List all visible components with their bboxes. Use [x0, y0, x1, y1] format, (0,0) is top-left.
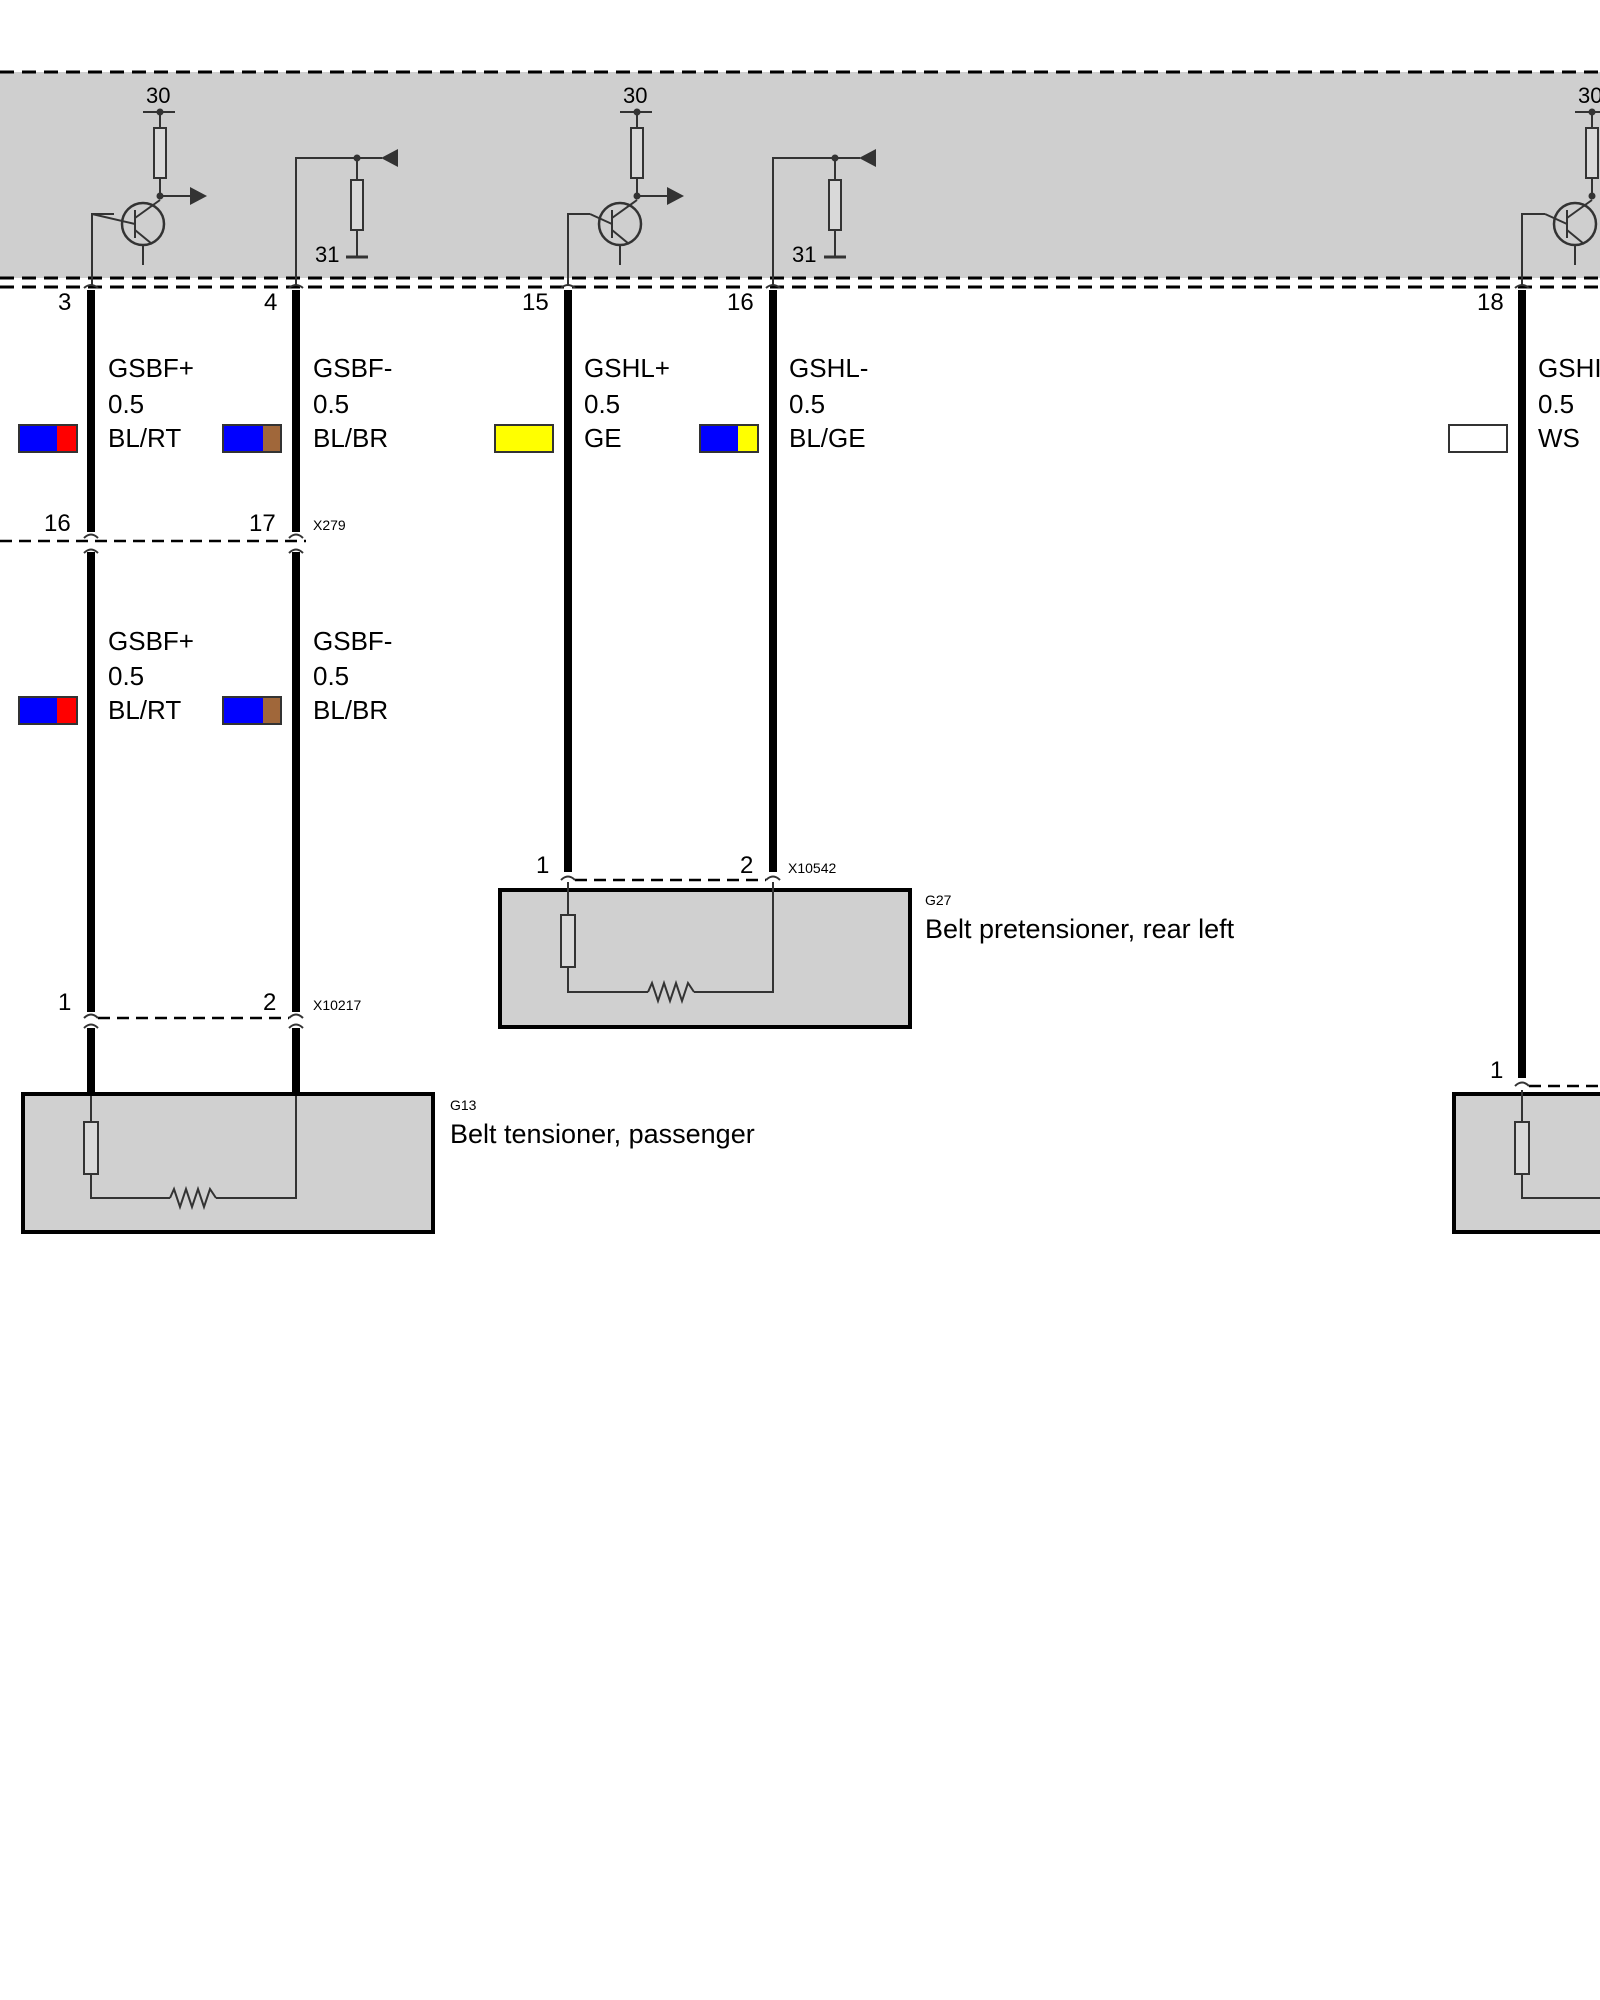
wire-label-gshl-minus: GSHL- 0.5 BL/GE [699, 353, 868, 453]
connector-x279: 16 17 X279 [0, 510, 346, 554]
connector-id: X10217 [313, 997, 361, 1013]
control-unit-body [0, 72, 1600, 278]
wire-size: 0.5 [108, 389, 144, 419]
wire-color-code: WS [1538, 423, 1580, 453]
unit-pin-18: 18 [1477, 289, 1504, 316]
component-name: Belt pretensioner, rear left [925, 914, 1235, 944]
wire-color-code: BL/BR [313, 423, 388, 453]
component-g27: G27 Belt pretensioner, rear left [498, 882, 1235, 1029]
unit-pin-16: 16 [727, 289, 754, 316]
wire-signal: GSBF+ [108, 353, 194, 383]
connector-pin-1: 1 [1490, 1057, 1503, 1084]
wires [83, 284, 1530, 1095]
wire-label-gsbf-minus-lower: GSBF- 0.5 BL/BR [222, 626, 392, 725]
supply-label-1: 30 [146, 83, 170, 108]
ground-label-2: 31 [792, 242, 816, 267]
unit-pin-15: 15 [522, 289, 549, 316]
wire-label-gsbf-plus-lower: GSBF+ 0.5 BL/RT [18, 626, 194, 725]
unit-pin-labels: 3 4 15 16 18 [58, 289, 1504, 316]
output-stage-2: 30 [567, 83, 684, 285]
connector-x10542: 1 2 X10542 [536, 852, 836, 882]
wire-color-code: BL/RT [108, 423, 181, 453]
unit-pin-4: 4 [264, 289, 277, 316]
connector-id: X10542 [788, 860, 836, 876]
connector-pin-1: 1 [58, 989, 71, 1016]
connector-pin-2: 2 [263, 989, 276, 1016]
supply-label-2: 30 [623, 83, 647, 108]
wire-signal: GSHL+ [584, 353, 670, 383]
wire-label-gsbf-plus: GSBF+ 0.5 BL/RT [18, 353, 194, 453]
output-stage-3: 30 [1521, 83, 1600, 285]
wire-color-code: BL/BR [313, 695, 388, 725]
component-g13: G13 Belt tensioner, passenger [21, 1092, 755, 1234]
connector-pin-16: 16 [44, 510, 71, 537]
wire-signal: GSBF+ [108, 626, 194, 656]
wire-size: 0.5 [313, 661, 349, 691]
unit-pin-3: 3 [58, 289, 71, 316]
wire-signal: GSBF- [313, 626, 392, 656]
wire-color-code: BL/RT [108, 695, 181, 725]
wire-size: 0.5 [313, 389, 349, 419]
connector-id: X279 [313, 517, 346, 533]
wire-color-swatch [699, 424, 759, 453]
wire-label-gshl-plus: GSHL+ 0.5 GE [494, 353, 670, 453]
wire-signal: GSHL- [789, 353, 868, 383]
input-stage-1: 31 [295, 149, 398, 285]
wire-color-swatch [18, 424, 78, 453]
wire-size: 0.5 [1538, 389, 1574, 419]
supply-label-3: 30 [1578, 83, 1600, 108]
connector-pin-2: 2 [740, 852, 753, 879]
connector-pin-1: 1 [536, 852, 549, 879]
wire-color-swatch [222, 696, 282, 725]
wire-signal: GSBF- [313, 353, 392, 383]
wire-size: 0.5 [108, 661, 144, 691]
wire-label-gsbf-minus: GSBF- 0.5 BL/BR [222, 353, 392, 453]
wire-label-gshi: GSHI 0.5 WS [1448, 353, 1600, 453]
connector-right: 1 [1490, 1057, 1600, 1088]
wire-color-swatch [222, 424, 282, 453]
wire-size: 0.5 [584, 389, 620, 419]
wire-color-code: BL/GE [789, 423, 866, 453]
input-stage-2: 31 [772, 149, 876, 285]
wire-color-swatch [1448, 424, 1508, 453]
wire-color-code: GE [584, 423, 622, 453]
connector-x10217: 1 2 X10217 [58, 989, 361, 1029]
component-right [1452, 1090, 1600, 1234]
wire-signal: GSHI [1538, 353, 1600, 383]
component-id: G13 [450, 1097, 477, 1113]
ground-label-1: 31 [315, 242, 339, 267]
control-unit: 30 31 [0, 70, 1600, 289]
connector-pin-17: 17 [249, 510, 276, 537]
wire-color-swatch [18, 696, 78, 725]
output-stage-1: 30 [91, 83, 207, 285]
component-id: G27 [925, 892, 952, 908]
wire-size: 0.5 [789, 389, 825, 419]
wire-color-swatch [494, 424, 554, 453]
component-name: Belt tensioner, passenger [450, 1119, 755, 1149]
